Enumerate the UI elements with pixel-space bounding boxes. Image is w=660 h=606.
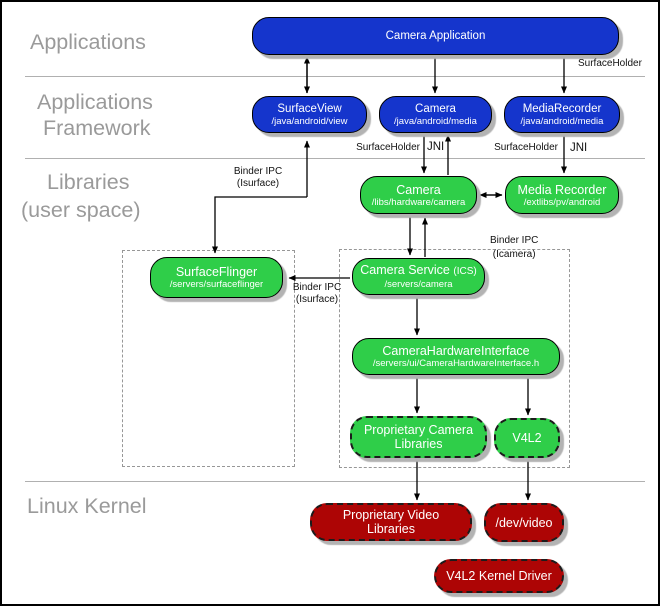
layer-label-framework-line1: Applications: [37, 90, 153, 114]
label-surfaceholder-camera: SurfaceHolder: [356, 142, 420, 153]
node-title: Camera: [396, 182, 441, 197]
node-mediarecorder-framework: MediaRecorder /java/android/media: [504, 96, 620, 133]
label-binder-ipc-isurface-mid: Binder IPC (Isurface): [276, 282, 358, 306]
node-title: Camera Service (ICS): [360, 263, 477, 277]
label-line2: (Isurface): [236, 178, 280, 189]
label-jni-media: JNI: [570, 142, 588, 154]
node-title: Camera: [415, 102, 456, 115]
node-title: SurfaceFlinger: [175, 265, 258, 279]
arrow-binder-to-surfaceflinger: [212, 196, 307, 254]
divider-framework-libraries: [25, 158, 645, 159]
node-title: /dev/video: [495, 515, 553, 530]
node-proprietary-camera-libraries: Proprietary Camera Libraries: [350, 416, 487, 458]
divider-libraries-kernel: [25, 481, 645, 482]
label-line1: Binder IPC: [490, 235, 539, 246]
node-camera-application: Camera Application: [252, 17, 619, 55]
node-title: V4L2 Kernel Driver: [446, 569, 552, 583]
node-path: /libs/hardware/camera: [371, 196, 466, 208]
label-line1: Binder IPC: [233, 166, 283, 177]
node-title-suffix: (ICS): [453, 266, 477, 277]
node-title: V4L2: [512, 431, 542, 445]
camera-service-group-box: [339, 249, 570, 468]
node-proprietary-video-libraries: Proprietary Video Libraries: [310, 503, 472, 541]
node-title-line2: Libraries: [367, 522, 415, 536]
node-camera-lib: Camera /libs/hardware/camera: [360, 176, 477, 214]
node-path: /extlibs/pv/android: [523, 196, 601, 208]
layer-label-linux-kernel: Linux Kernel: [27, 494, 147, 518]
label-surfaceholder-app: SurfaceHolder: [578, 58, 642, 69]
label-line2: (Isurface): [295, 294, 339, 305]
node-path: /servers/camera: [384, 279, 453, 290]
divider-applications-framework: [25, 76, 645, 77]
label-surfaceholder-media: SurfaceHolder: [494, 142, 558, 153]
layer-label-libraries-line2: (user space): [21, 198, 141, 222]
node-title: Camera Application: [385, 29, 486, 42]
label-jni-camera: JNI: [427, 141, 445, 153]
node-dev-video: /dev/video: [484, 503, 564, 542]
node-title-line2: Libraries: [394, 437, 443, 451]
node-path: /servers/ui/CameraHardwareInterface.h: [372, 358, 540, 369]
surfaceflinger-group-box: [122, 250, 295, 467]
layer-label-framework-line2: Framework: [43, 116, 151, 140]
node-title: SurfaceView: [277, 102, 342, 115]
node-v4l2: V4L2: [494, 418, 560, 458]
layer-label-libraries-line1: Libraries: [47, 170, 130, 194]
node-v4l2-kernel-driver: V4L2 Kernel Driver: [434, 559, 564, 593]
node-title-line1: Proprietary Camera: [363, 423, 474, 437]
node-title-line1: Proprietary Video: [342, 508, 440, 522]
label-binder-ipc-isurface-top: Binder IPC (Isurface): [217, 166, 299, 190]
node-title: Media Recorder: [517, 182, 607, 197]
node-camera-framework: Camera /java/android/media: [379, 96, 492, 133]
node-title: MediaRecorder: [522, 102, 602, 115]
node-path: /servers/surfaceflinger: [169, 279, 264, 290]
label-line2: (Icamera): [492, 249, 536, 260]
node-path: /java/android/view: [271, 115, 348, 127]
node-media-recorder-lib: Media Recorder /extlibs/pv/android: [505, 176, 619, 214]
layer-label-applications: Applications: [30, 30, 146, 54]
node-surfaceview: SurfaceView /java/android/view: [252, 96, 367, 133]
node-camera-service: Camera Service (ICS) /servers/camera: [352, 258, 485, 295]
node-path: /java/android/media: [520, 115, 604, 127]
label-line1: Binder IPC: [292, 282, 342, 293]
label-binder-ipc-icamera: Binder IPC (Icamera): [490, 235, 538, 261]
node-camera-hardware-interface: CameraHardwareInterface /servers/ui/Came…: [352, 338, 560, 375]
node-surfaceflinger: SurfaceFlinger /servers/surfaceflinger: [150, 257, 283, 298]
node-title: CameraHardwareInterface: [382, 344, 530, 358]
node-path: /java/android/media: [394, 115, 477, 127]
